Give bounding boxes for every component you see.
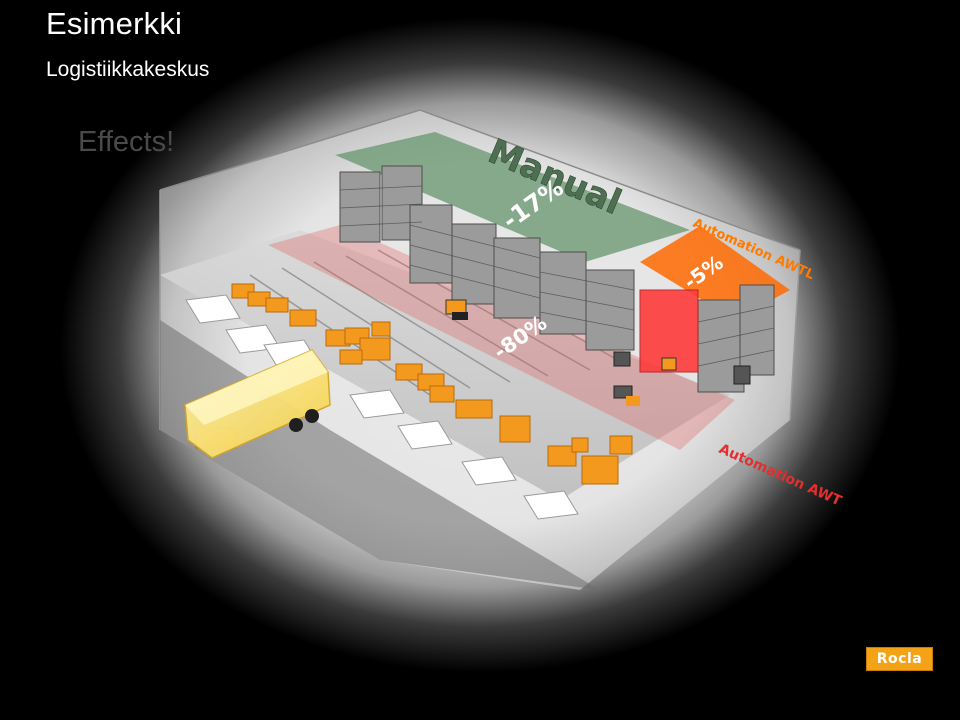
- forklifts: [445, 299, 751, 406]
- rocla-logo: Rocla: [866, 647, 933, 671]
- effects-heading: Effects!: [78, 126, 175, 158]
- dock-doors: [185, 294, 579, 520]
- storage-racks: [339, 165, 775, 393]
- manual-zone: [335, 132, 690, 262]
- slide-subtitle: Logistiikkakeskus: [46, 58, 210, 81]
- slide-title: Esimerkki: [46, 6, 183, 41]
- trailer-truck: [184, 349, 331, 459]
